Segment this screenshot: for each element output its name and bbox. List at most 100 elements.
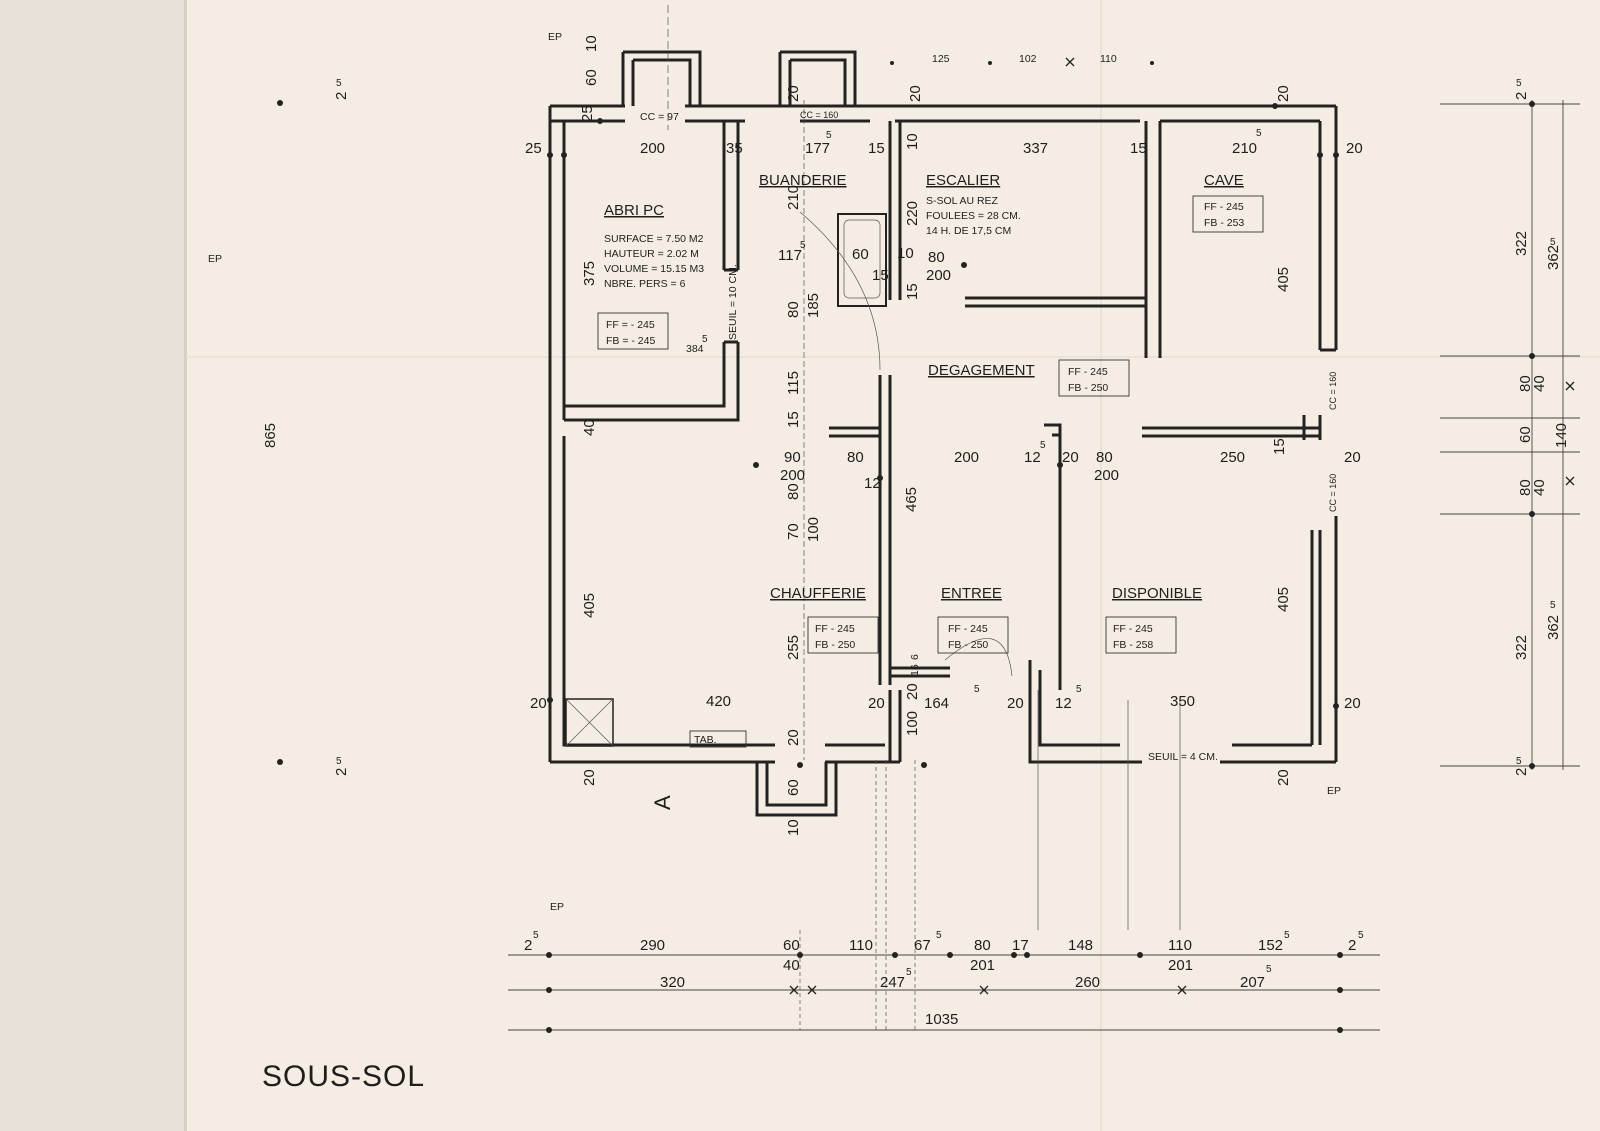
dim-bottom-260: 260 [1075,974,1100,991]
dim-20-top-3: 20 [1275,85,1292,102]
dim-bottom-201-a: 201 [970,957,995,974]
sup-5: 5 [1040,440,1046,451]
dim-bottom-80: 80 [974,937,991,954]
dim-15-basin: 15 [872,267,889,284]
dim-bottom-148: 148 [1068,937,1093,954]
abri-surface: SURFACE = 7.50 M2 [604,233,704,245]
dim-60-bottom-pier: 60 [785,779,802,796]
escalier-note-3: 14 H. DE 17,5 CM [926,225,1011,237]
dim-350: 350 [1170,693,1195,710]
dim-15-a: 15 [868,140,885,157]
ep-bottom: EP [550,901,564,913]
sup-5: 5 [1516,78,1522,89]
sup-5: 5 [336,756,342,767]
degagement-fb: FB - 250 [1068,382,1108,394]
dim-bottom-17: 17 [1012,937,1029,954]
info-boxes [597,195,1264,748]
dim-10-escalier: 10 [904,133,921,150]
chaufferie-fb: FB - 250 [815,639,855,651]
dim-420: 420 [706,693,731,710]
room-cave: CAVE [1204,172,1244,189]
dim-bottom-60: 60 [783,937,800,954]
dim-bottom-2-left: 2 [524,937,532,954]
dim-25-top: 25 [579,105,596,122]
paper-margin [0,0,186,1131]
dim-bottom-1035: 1035 [925,1011,958,1028]
abri-fb: FB = - 245 [606,335,655,347]
room-buanderie: BUANDERIE [759,172,847,189]
dim-60-top: 60 [583,69,600,86]
sup-5: 5 [702,334,708,345]
abri-ff: FF = - 245 [606,319,655,331]
dim-200-disponible: 200 [1094,467,1119,484]
escalier-note-1: S-SOL AU REZ [926,195,999,207]
dim-177: 177 [805,140,830,157]
dim-20-degagement: 20 [1062,449,1079,466]
dimension-values: 125 102 110 10 60 25 25 200 35 177 15 33… [262,35,1570,1028]
dim-200-escalier: 200 [926,267,951,284]
room-abri-pc: ABRI PC [604,202,664,219]
dim-80-door: 80 [785,483,802,500]
dim-865: 865 [262,423,279,448]
sup-5: 5 [826,130,832,141]
dim-right-80-a: 80 [1517,375,1534,392]
room-disponible: DISPONIBLE [1112,585,1202,602]
dim-bottom-110-b: 110 [1168,937,1192,954]
seuil-sortie-label: SEUIL = 4 CM. [1148,751,1218,763]
fold-line-horizontal [186,356,1600,358]
sup-5: 5 [1358,930,1364,941]
dim-bottom-201-b: 201 [1168,957,1193,974]
cross-marks [789,57,1575,995]
cc-97-label: CC = 97 [640,111,679,123]
dim-465: 465 [903,487,920,512]
room-escalier: ESCALIER [926,172,1000,189]
room-entree: ENTREE [941,585,1002,602]
sup-5: 5 [906,967,912,978]
sup-5: 5 [1076,684,1082,695]
dim-right-60: 60 [1517,426,1534,443]
cc-160-label: CC = 160 [800,110,838,120]
dim-405-disponible: 405 [1275,587,1292,612]
sup-5: 5 [1550,237,1556,248]
dim-115: 115 [785,371,802,395]
dim-top-110: 110 [1100,53,1117,65]
dim-20-right-bottom: 20 [1344,695,1361,712]
dim-200-degagement: 200 [954,449,979,466]
dim-200: 200 [640,140,665,157]
dim-bottom-2-right: 2 [1348,937,1356,954]
dim-384: 384 [686,343,704,355]
dim-164: 164 [924,695,949,712]
dim-left-2-top: 2 [333,92,350,100]
disponible-fb: FB - 258 [1113,639,1153,651]
dim-405-left: 405 [581,593,598,618]
dim-bottom-207: 207 [1240,974,1265,991]
entree-fb: FB - 250 [948,639,988,651]
dim-117: 117 [778,247,802,264]
dimension-lines [508,5,1580,1031]
dim-right-362-top: 362 [1545,245,1562,270]
dim-bottom-247: 247 [880,974,905,991]
dim-bottom-110-a: 110 [849,937,873,954]
dim-right-322-top: 322 [1513,231,1530,256]
dim-12-a: 12 [864,475,881,492]
dimension-dots [277,61,1535,1033]
dim-right-2-top: 2 [1513,92,1530,100]
dim-10-bottom-pier: 10 [785,819,802,836]
dim-35: 35 [726,140,743,157]
room-notes: SURFACE = 7.50 M2 HAUTEUR = 2.02 M VOLUM… [208,31,1341,913]
abri-hauteur: HAUTEUR = 2.02 M [604,248,699,260]
dim-20-right: 20 [1344,449,1361,466]
dim-20-right-top: 20 [1346,140,1363,157]
sup-5: 5 [974,684,980,695]
sup-5: 5 [336,78,342,89]
entree-ff: FF - 245 [948,623,988,635]
dim-20-left-bottom: 20 [530,695,547,712]
dim-100: 100 [805,517,822,542]
dim-15-basin-2: 15 [904,283,921,300]
dim-80-buanderie: 80 [785,301,802,318]
sup-5: 5 [1516,756,1522,767]
dim-right-322-bottom: 322 [1513,635,1530,660]
dim-20-top-2: 20 [907,85,924,102]
sup-5: 5 [936,930,942,941]
